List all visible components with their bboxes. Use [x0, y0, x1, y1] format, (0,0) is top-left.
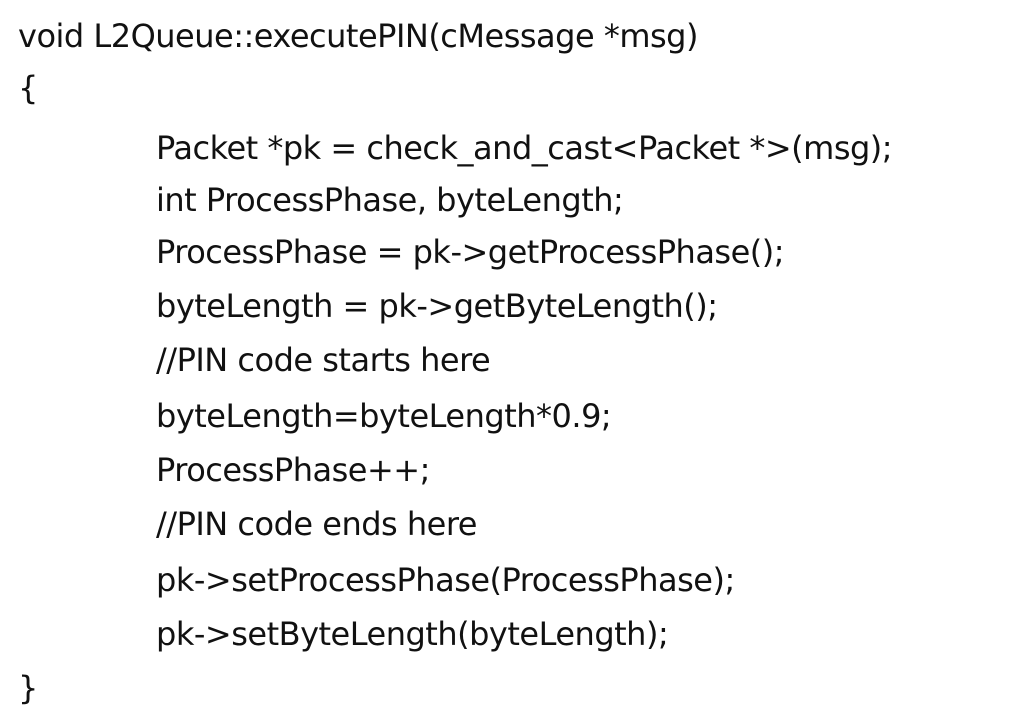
code-line-comment-start: //PIN code starts here [156, 341, 491, 379]
code-line-set-process-phase: pk->setProcessPhase(ProcessPhase); [156, 561, 735, 599]
code-line-get-process-phase: ProcessPhase = pk->getProcessPhase(); [156, 233, 785, 271]
code-line-comment-end: //PIN code ends here [156, 505, 477, 543]
code-line-close-brace: } [18, 669, 38, 707]
code-line-get-byte-length: byteLength = pk->getByteLength(); [156, 287, 718, 325]
code-line-function-signature: void L2Queue::executePIN(cMessage *msg) [18, 17, 698, 55]
code-line-open-brace: { [18, 69, 38, 107]
code-line-scale-byte-length: byteLength=byteLength*0.9; [156, 397, 612, 435]
code-line-increment-phase: ProcessPhase++; [156, 451, 430, 489]
code-line-declare-vars: int ProcessPhase, byteLength; [156, 181, 624, 219]
code-line-set-byte-length: pk->setByteLength(byteLength); [156, 615, 669, 653]
code-line-packet-cast: Packet *pk = check_and_cast<Packet *>(ms… [156, 129, 893, 167]
